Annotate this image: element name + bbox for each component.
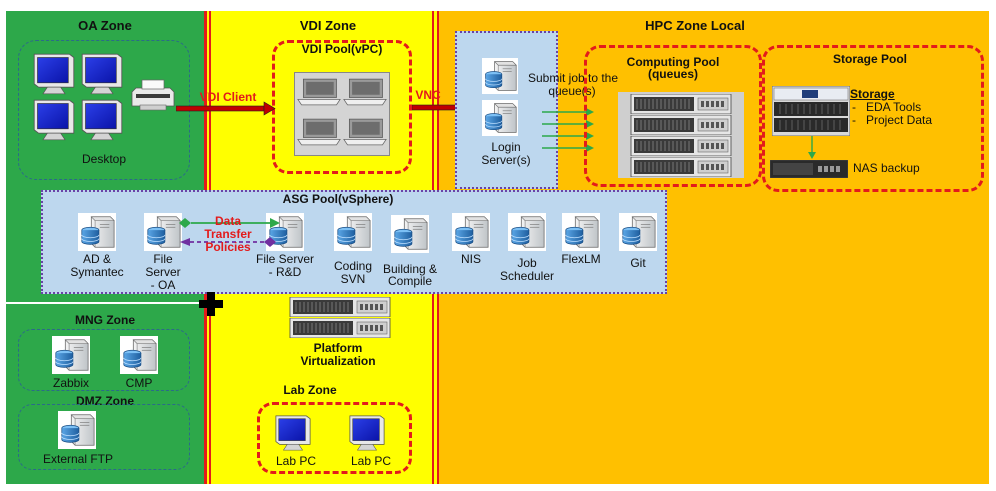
storage-pool-label: Storage Pool bbox=[832, 52, 907, 66]
asg-server-label-1: FlexLM bbox=[561, 252, 601, 266]
vdi-client-label: VDI Client bbox=[199, 90, 257, 104]
submit-job-label-2: queue(s) bbox=[548, 84, 596, 98]
hpc-zone-label: HPC Zone Local bbox=[645, 18, 745, 33]
asg-server: File Server - OA bbox=[128, 213, 198, 293]
lab-pc-monitor-icon bbox=[348, 414, 386, 452]
cmp-label: CMP bbox=[125, 376, 153, 390]
server-database-icon bbox=[508, 213, 546, 251]
mng-zone-label: MNG Zone bbox=[75, 313, 135, 327]
storage-title: Storage bbox=[850, 87, 895, 101]
vdi-pool-label: VDI Pool(vPC) bbox=[301, 42, 383, 56]
asg-server: Building & Compile bbox=[375, 213, 445, 293]
lab-pc-monitor-icon bbox=[274, 414, 312, 452]
laptop-icon bbox=[296, 116, 342, 148]
cmp-server-icon bbox=[120, 336, 158, 374]
nas-backup-icon bbox=[770, 160, 848, 178]
storage-item-eda-text: EDA Tools bbox=[866, 100, 922, 114]
server-database-icon bbox=[619, 213, 657, 251]
asg-server-label-1: Building & bbox=[382, 262, 438, 276]
login-server-icon bbox=[482, 100, 518, 136]
mng-group bbox=[18, 329, 190, 391]
asg-server-label-1: File bbox=[153, 252, 173, 266]
desktop-monitor-icon bbox=[32, 98, 76, 142]
vdi-zone-label: VDI Zone bbox=[299, 18, 357, 33]
oa-zone-label: OA Zone bbox=[78, 18, 132, 33]
vdi-pool bbox=[272, 40, 412, 174]
data-transfer-label-3: Policies bbox=[205, 240, 251, 254]
zabbix-server-icon bbox=[52, 336, 90, 374]
laptop-icon bbox=[296, 76, 342, 108]
dmz-group bbox=[18, 404, 190, 470]
asg-server-label-2: - R&D bbox=[268, 265, 302, 279]
login-server-label-2: Server(s) bbox=[481, 153, 531, 167]
asg-server: File Server - R&D bbox=[250, 213, 320, 293]
login-server-icon bbox=[482, 58, 518, 94]
server-database-icon bbox=[452, 213, 490, 251]
asg-server-label-1: Job bbox=[517, 256, 537, 270]
desktop-monitor-icon bbox=[80, 98, 124, 142]
lab-pool bbox=[257, 402, 412, 474]
storage-item-project-text: Project Data bbox=[866, 113, 933, 127]
zabbix-label: Zabbix bbox=[52, 376, 90, 390]
platform-rack-icon bbox=[289, 297, 391, 338]
platform-label-1: Platform bbox=[313, 341, 363, 355]
asg-server-label-2: Server bbox=[145, 265, 181, 279]
zone-junction-cross bbox=[199, 292, 223, 316]
asg-server-label-1: File Server bbox=[255, 252, 314, 266]
asg-pool-label: ASG Pool(vSphere) bbox=[282, 192, 394, 206]
submit-job-label-1: Submit job to the bbox=[527, 71, 619, 85]
computing-pool bbox=[584, 45, 762, 187]
lab-zone-label: Lab Zone bbox=[283, 383, 337, 397]
storage-item-eda: - EDA Tools bbox=[852, 100, 922, 114]
server-database-icon bbox=[391, 215, 429, 253]
asg-server: NIS bbox=[436, 213, 506, 293]
data-transfer-arrows bbox=[179, 218, 280, 247]
lab-pc-label: Lab PC bbox=[275, 454, 317, 468]
asg-server-label-2: Scheduler bbox=[499, 269, 555, 283]
desktop-label: Desktop bbox=[81, 152, 127, 166]
data-transfer-label-1: Data bbox=[214, 214, 241, 228]
nas-backup-label: NAS backup bbox=[853, 161, 920, 175]
desktop-monitor-icon bbox=[32, 52, 76, 96]
data-transfer-label-2: Transfer bbox=[204, 227, 252, 241]
storage-to-nas-arrow bbox=[808, 136, 816, 159]
asg-server-label-2: Symantec bbox=[70, 265, 124, 279]
computing-pool-label-2: (queues) bbox=[647, 67, 698, 81]
asg-server-label-1: Git bbox=[630, 256, 646, 270]
vdi-client-arrow bbox=[176, 101, 276, 116]
asg-server: FlexLM bbox=[546, 213, 616, 293]
asg-server: Coding SVN bbox=[318, 213, 388, 293]
external-ftp-server-icon bbox=[58, 411, 96, 449]
login-server-label-1: Login bbox=[491, 140, 521, 154]
lab-pc-label: Lab PC bbox=[350, 454, 392, 468]
storage-array-icon bbox=[772, 86, 850, 136]
server-database-icon bbox=[78, 213, 116, 251]
vnc-label: VNC bbox=[415, 88, 441, 102]
mng-zone bbox=[6, 304, 207, 484]
asg-server: Git bbox=[603, 213, 673, 293]
asg-server-label-1: NIS bbox=[460, 252, 481, 266]
asg-server-label-2: SVN bbox=[340, 272, 366, 286]
printer-icon bbox=[131, 79, 175, 111]
external-ftp-label: External FTP bbox=[42, 452, 114, 466]
laptop-icon bbox=[342, 116, 388, 148]
submit-job-arrows bbox=[542, 108, 594, 152]
storage-item-project: - Project Data bbox=[852, 113, 933, 127]
asg-server: Job Scheduler bbox=[492, 213, 562, 293]
server-database-icon bbox=[562, 213, 600, 251]
laptop-icon bbox=[342, 76, 388, 108]
asg-server-label-1: Coding bbox=[333, 259, 373, 273]
asg-server-label-1: AD & bbox=[82, 252, 111, 266]
server-database-icon bbox=[334, 213, 372, 251]
asg-server: AD & Symantec bbox=[62, 213, 132, 293]
asg-server-label-2: Compile bbox=[387, 274, 432, 288]
storage-pool bbox=[762, 45, 984, 192]
computing-pool-label-1: Computing Pool bbox=[626, 55, 720, 69]
desktop-monitor-icon bbox=[80, 52, 124, 96]
compute-rack-icon bbox=[618, 92, 744, 178]
asg-server-label-3: - OA bbox=[150, 278, 176, 292]
platform-label-2: Virtualization bbox=[300, 354, 376, 368]
